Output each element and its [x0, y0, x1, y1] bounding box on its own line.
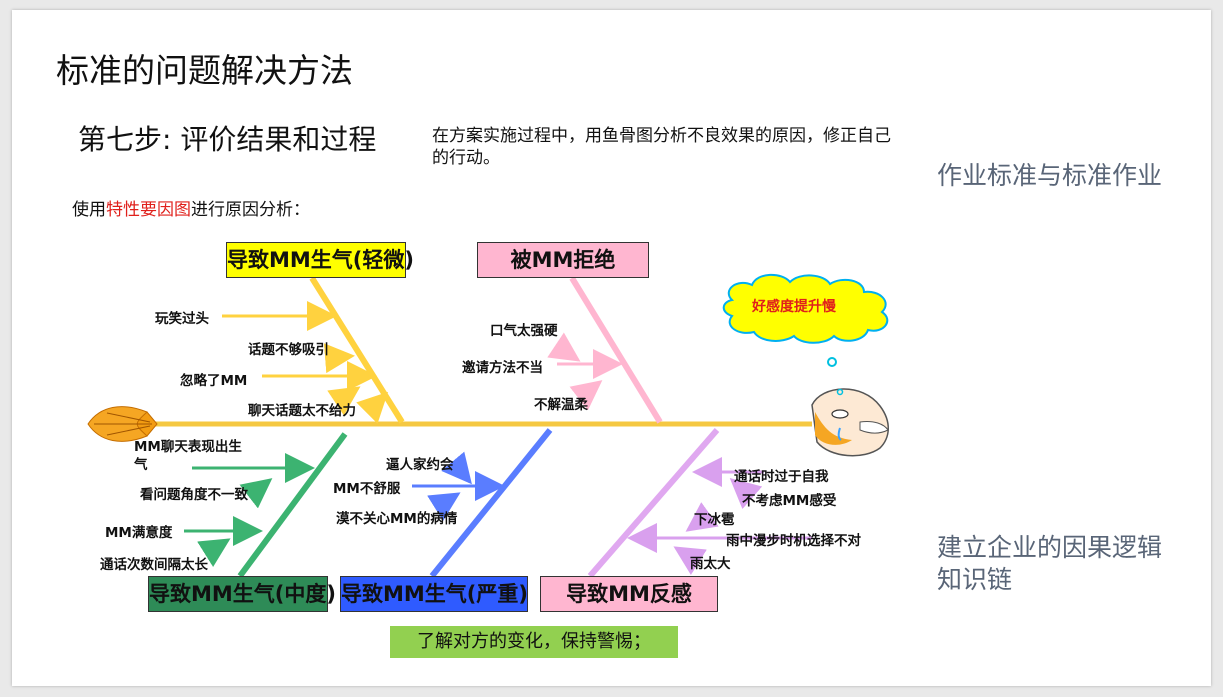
category-medium: 导致MM生气(中度)	[148, 576, 336, 612]
usage-instruction: 使用特性要因图进行原因分析：	[72, 195, 310, 220]
cloud-shape	[722, 273, 889, 344]
cause-reaction-4: 雨中漫步时机选择不对	[726, 533, 861, 549]
category-mild: 导致MM生气(轻微)	[226, 242, 414, 278]
side-label-bottom: 建立企业的因果逻辑知识链	[937, 533, 1163, 594]
page-title: 标准的问题解决方法	[56, 51, 353, 90]
cause-medium-2: 看问题角度不一致	[140, 487, 248, 503]
side-label-top: 作业标准与标准作业	[937, 161, 1163, 190]
cause-severe-3: 漠不关心MM的病情	[336, 511, 458, 527]
conclusion-box: 了解对方的变化，保持警惕；	[390, 626, 678, 658]
cause-severe-1: 逼人家约会	[386, 457, 454, 473]
cause-reaction-2: 不考虑MM感受	[742, 493, 837, 509]
slide: 标准的问题解决方法 第七步: 评价结果和过程 在方案实施过程中，用鱼骨图分析不良…	[12, 10, 1211, 686]
cause-reaction-1: 通话时过于自我	[734, 469, 829, 485]
fish-head-icon	[811, 357, 889, 457]
cause-mild-4: 聊天话题太不给力	[248, 403, 356, 419]
cause-mild-3: 忽略了MM	[180, 373, 248, 389]
cause-medium-1: MM聊天表现出生气	[134, 439, 242, 473]
fish-tail	[87, 406, 158, 442]
cause-medium-3: MM满意度	[105, 525, 173, 541]
cause-reaction-5: 雨太大	[690, 556, 731, 572]
category-severe: 导致MM生气(严重)	[340, 576, 528, 612]
cause-reject-2: 邀请方法不当	[462, 360, 543, 376]
fishbone-head-label: 好感度提升慢	[752, 299, 836, 315]
cause-mild-2: 话题不够吸引	[248, 342, 329, 358]
cause-reaction-3: 下冰雹	[694, 512, 735, 528]
usage-prefix: 使用	[72, 200, 106, 220]
usage-suffix: 进行原因分析：	[191, 200, 310, 220]
cause-reject-1: 口气太强硬	[490, 323, 558, 339]
category-reject: 被MM拒绝	[477, 242, 649, 278]
usage-highlight: 特性要因图	[106, 200, 191, 220]
fishbone-diagram	[87, 273, 889, 578]
step-title: 第七步: 评价结果和过程	[78, 123, 377, 156]
category-reaction: 导致MM反感	[540, 576, 718, 612]
cause-medium-4: 通话次数间隔太长	[100, 557, 208, 573]
cause-mild-1: 玩笑过头	[155, 311, 209, 327]
cause-severe-2: MM不舒服	[333, 481, 401, 497]
step-description: 在方案实施过程中，用鱼骨图分析不良效果的原因，修正自己的行动。	[432, 126, 891, 168]
cause-reject-3: 不解温柔	[534, 397, 588, 413]
